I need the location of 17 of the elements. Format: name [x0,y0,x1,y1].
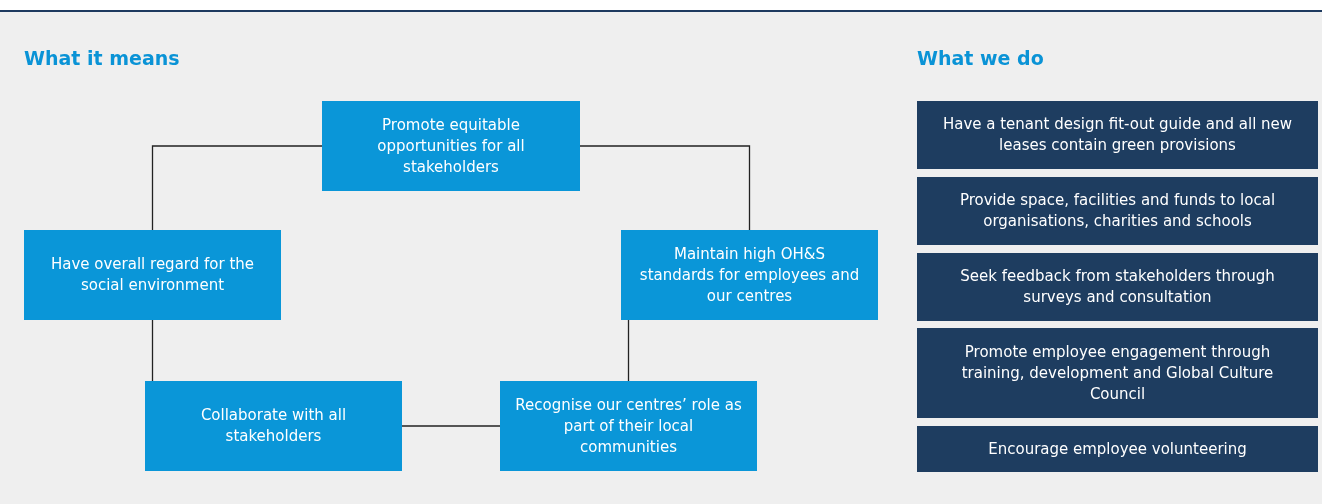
text-box: Promote employee engagement through training, development and Global Culture Council [917,328,1318,418]
text-box: Recognise our centres’ role as part of their local communities [500,381,757,471]
text-box: Promote equitable opportunities for all stakeholders [322,101,580,191]
section-heading: What it means [24,47,180,69]
text-box: Encourage employee volunteering [917,426,1318,472]
text-box: Seek feedback from stakeholders through surveys and consultation [917,253,1318,321]
connector-line [579,145,751,231]
connector-line [151,145,323,231]
section-heading: What we do [917,47,1044,69]
text-box: Have overall regard for the social environment [24,230,281,320]
text-box: Collaborate with all stakeholders [145,381,402,471]
text-box: Maintain high OH&S standards for employees and our centres [621,230,878,320]
connector-line [151,319,154,382]
connector-line [401,425,501,427]
connector-line [627,319,630,382]
text-box: Have a tenant design fit-out guide and all new leases contain green provisions [917,101,1318,169]
text-box: Provide space, facilities and funds to local organisations, charities and schools [917,177,1318,245]
